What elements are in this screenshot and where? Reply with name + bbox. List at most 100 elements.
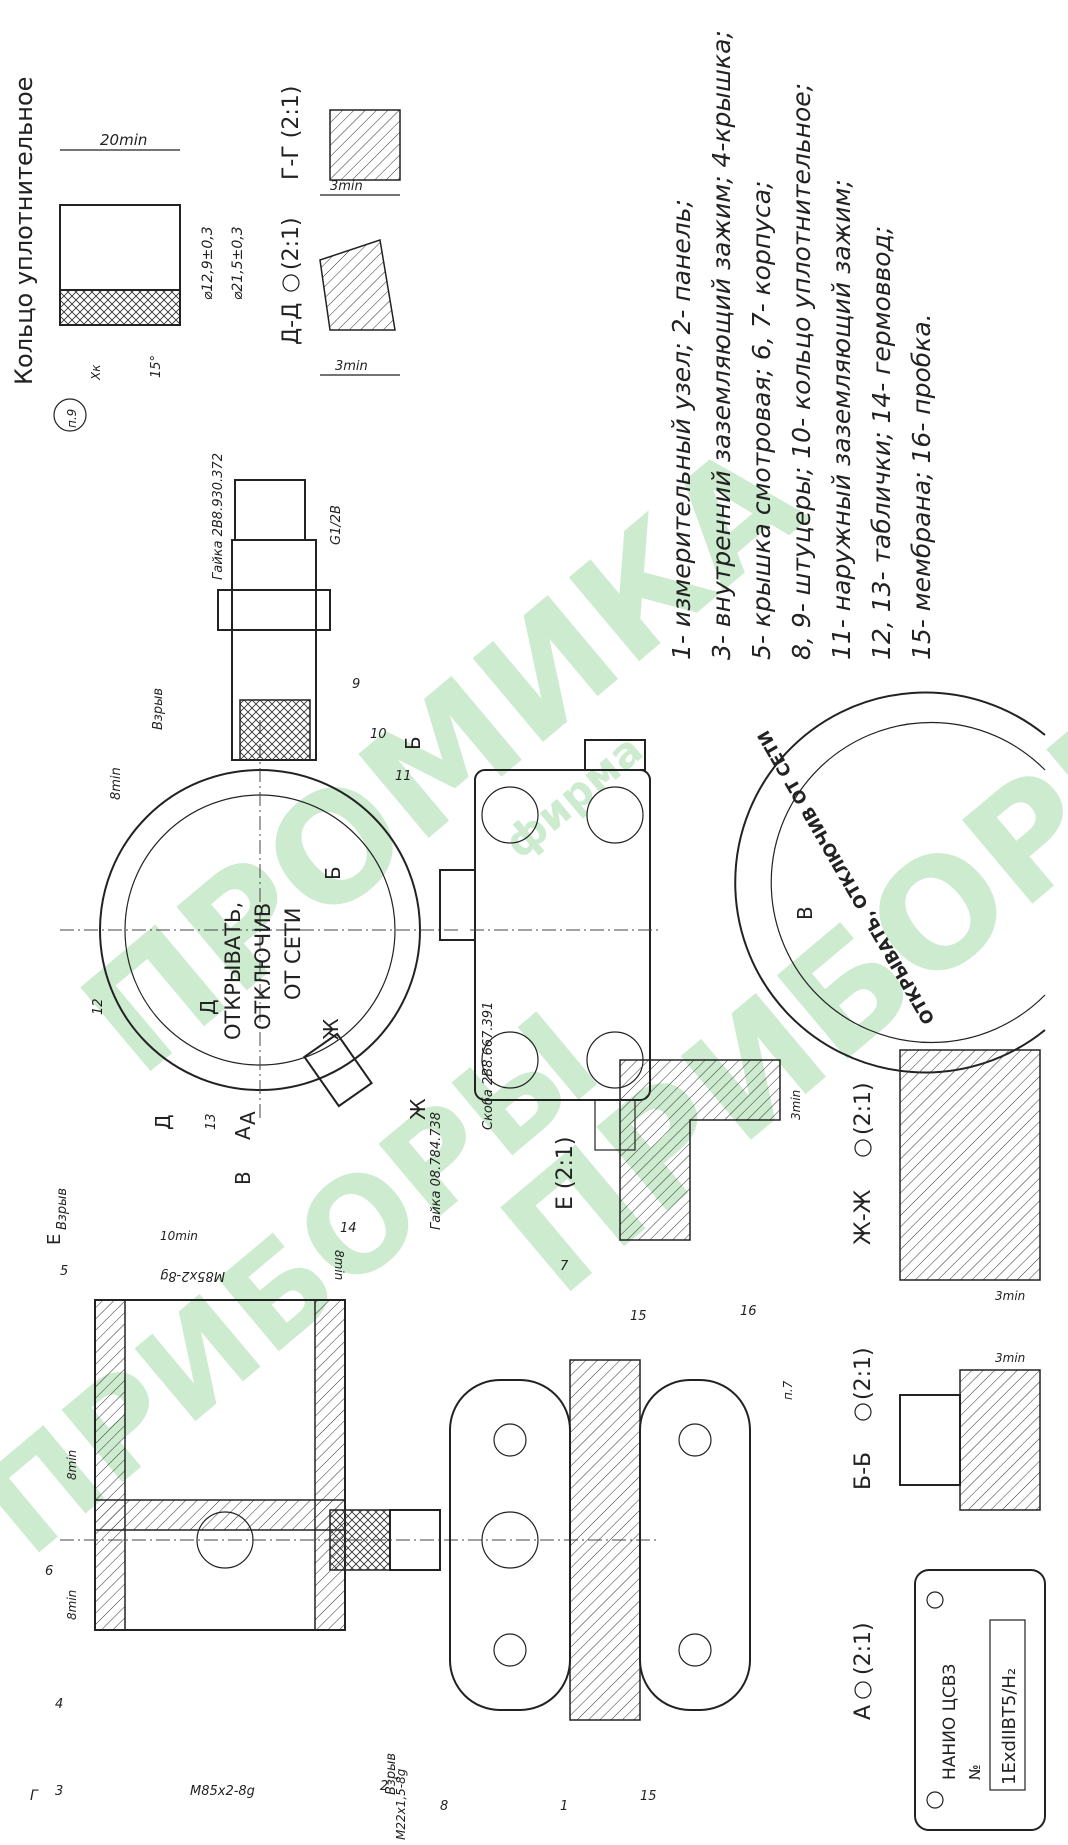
legend-line-4: 8, 9- штуцеры; 10- кольцо уплотнительное…: [787, 83, 816, 660]
section-dd-circle: [282, 274, 300, 292]
part-6: 6: [45, 1564, 53, 1579]
cover-text-3: ОТ СЕТИ: [281, 907, 305, 1000]
view-a: А (2:1) НАНИО ЦСВЗ № 1ExdIIBT5/H₂: [851, 1569, 1046, 1831]
part-5: 5: [60, 1264, 68, 1279]
letter-v-1: В: [231, 1171, 255, 1185]
part-13: 13: [204, 1113, 219, 1130]
fitting-seal: [239, 699, 311, 761]
fitting-thread-label: G1/2B: [329, 505, 344, 545]
section-gg-title: Г-Г (2:1): [279, 86, 304, 180]
flange-bolt-4: [678, 1633, 712, 1667]
fitting-nut-label: Гайка 2В8.930.372: [211, 453, 226, 580]
flange-bolt-2: [493, 1633, 527, 1667]
nut2-label: Гайка 08.784.738: [429, 1112, 444, 1230]
ring-ref-label: п.9: [65, 409, 79, 428]
min8d-label: 8min: [65, 1590, 79, 1620]
cover-text-1: ОТКРЫВАТЬ,: [221, 902, 245, 1040]
section-dd-scale: (2:1): [279, 217, 304, 270]
watermark-text-4: ПРИБОРЫ: [0, 984, 626, 1584]
legend-line-5: 11- наружный заземляющий зажим;: [827, 179, 856, 660]
part-12: 12: [91, 998, 106, 1015]
nameplate-screw-2: [926, 1591, 944, 1609]
legend-line-7: 15- мембрана; 16- пробка.: [907, 313, 936, 660]
section-bb-dim: 3min: [995, 1351, 1025, 1365]
section-bb-bolt: [899, 1394, 961, 1486]
flange-port-left: [481, 1511, 539, 1569]
part-7: 7: [560, 1259, 569, 1274]
flange-left: [449, 1379, 571, 1711]
section-bb-circle: [854, 1403, 872, 1421]
letter-d-2: Д: [151, 1114, 175, 1130]
letter-d-1: Д: [196, 999, 220, 1015]
ring-detail: Кольцо уплотнительное 20min ⌀12,9±0,3 ⌀2…: [10, 77, 246, 432]
fitting-thread: [234, 479, 306, 541]
section-gg-hatch: [329, 109, 401, 181]
letter-e-mark: Е: [44, 1234, 65, 1245]
section-e-dim: 3min: [789, 1090, 803, 1120]
fitting-assembly: Гайка 2В8.930.372 G1/2B Взрыв 8min 9 10 …: [109, 453, 412, 800]
ring-d1-label: ⌀12,9±0,3: [200, 226, 216, 300]
nameplate-screw-1: [926, 1791, 944, 1809]
ring-title: Кольцо уплотнительное: [10, 77, 38, 385]
min10-label: 10min: [160, 1229, 198, 1243]
section-zhzh: Ж-Ж (2:1) 3min: [851, 1049, 1041, 1303]
section-bb-hatch: [959, 1369, 1041, 1511]
vzryv2-label: Взрыв: [55, 1188, 70, 1230]
bolt-1: [481, 786, 539, 844]
section-bb: Б-Б (2:1) 3min: [851, 1347, 1041, 1511]
side-view: [439, 739, 660, 1151]
section-zhzh-circle: [854, 1139, 872, 1157]
part-16: 16: [740, 1304, 757, 1319]
ring-d2-label: ⌀21,5±0,3: [230, 226, 246, 300]
part-3: 3: [55, 1784, 63, 1799]
flange-right: [639, 1379, 751, 1711]
section-gg: Г-Г (2:1) 3min: [279, 86, 401, 196]
section-dd-title: Д-Д: [279, 303, 304, 345]
membrane-block: [569, 1359, 641, 1721]
side-neck: [439, 869, 476, 941]
min8b-label: 8min: [332, 1250, 346, 1280]
legend-line-1: 1- измерительный узел; 2- панель;: [667, 199, 696, 660]
flange-bolt-1: [493, 1423, 527, 1457]
letter-b-top: Б: [401, 736, 425, 750]
section-zhzh-dim: 3min: [995, 1289, 1025, 1303]
main-section-view: M85x2-8g M85x2-8g M22x1,5-8g 10min 8min …: [30, 1112, 660, 1840]
fitting-hex: [217, 589, 331, 631]
legend-line-3: 5- крышка смотровая; 6, 7- корпуса;: [747, 181, 776, 660]
section-dd: Д-Д (2:1) 3min: [279, 217, 400, 376]
cover-text-2: ОТКЛЮЧИВ: [251, 903, 275, 1030]
nameplate-no: №: [966, 1764, 984, 1780]
fitting-vzryv-label: Взрыв: [151, 688, 166, 730]
section-e: Е (2:1) 3min: [553, 1059, 803, 1241]
nameplate-line-2: 1ExdIIBT5/H₂: [999, 1668, 1020, 1785]
flange-bolt-3: [678, 1423, 712, 1457]
nameplate-frame: [914, 1569, 1046, 1831]
m85-bottom-label: M85x2-8g: [190, 1784, 255, 1799]
ring-ref-circle: [53, 398, 87, 432]
min8c-label: 8min: [65, 1450, 79, 1480]
section-zhzh-hatch: [899, 1049, 1041, 1281]
part-8: 8: [440, 1799, 448, 1814]
p7-label: п.7: [781, 1380, 795, 1400]
main-housing-wall-1: [94, 1299, 126, 1631]
bracket-label: Скоба 2В8.667.391: [481, 1002, 496, 1130]
section-e-hatch: [619, 1059, 781, 1241]
section-a-circle: [854, 1681, 872, 1699]
part-15-b: 15: [630, 1309, 647, 1324]
letter-v-2: В: [793, 906, 817, 920]
letter-g-mark: Г: [30, 1788, 39, 1804]
nameplate-marking-box: [989, 1619, 1026, 1791]
part-11: 11: [395, 769, 412, 784]
main-housing-wall-2: [314, 1299, 346, 1631]
main-housing-bottom: [94, 1499, 346, 1531]
m22-label: M22x1,5-8g: [394, 1768, 408, 1840]
section-a-scale: (2:1): [851, 1622, 876, 1675]
legend-line-2: 3- внутренний заземляющий зажим; 4-крышк…: [707, 30, 736, 660]
part-9: 9: [352, 677, 360, 692]
side-top-boss: [584, 739, 646, 771]
fitting-8min-label: 8min: [109, 767, 124, 800]
section-dd-dim-label: 3min: [335, 359, 368, 374]
part-4: 4: [55, 1697, 63, 1712]
